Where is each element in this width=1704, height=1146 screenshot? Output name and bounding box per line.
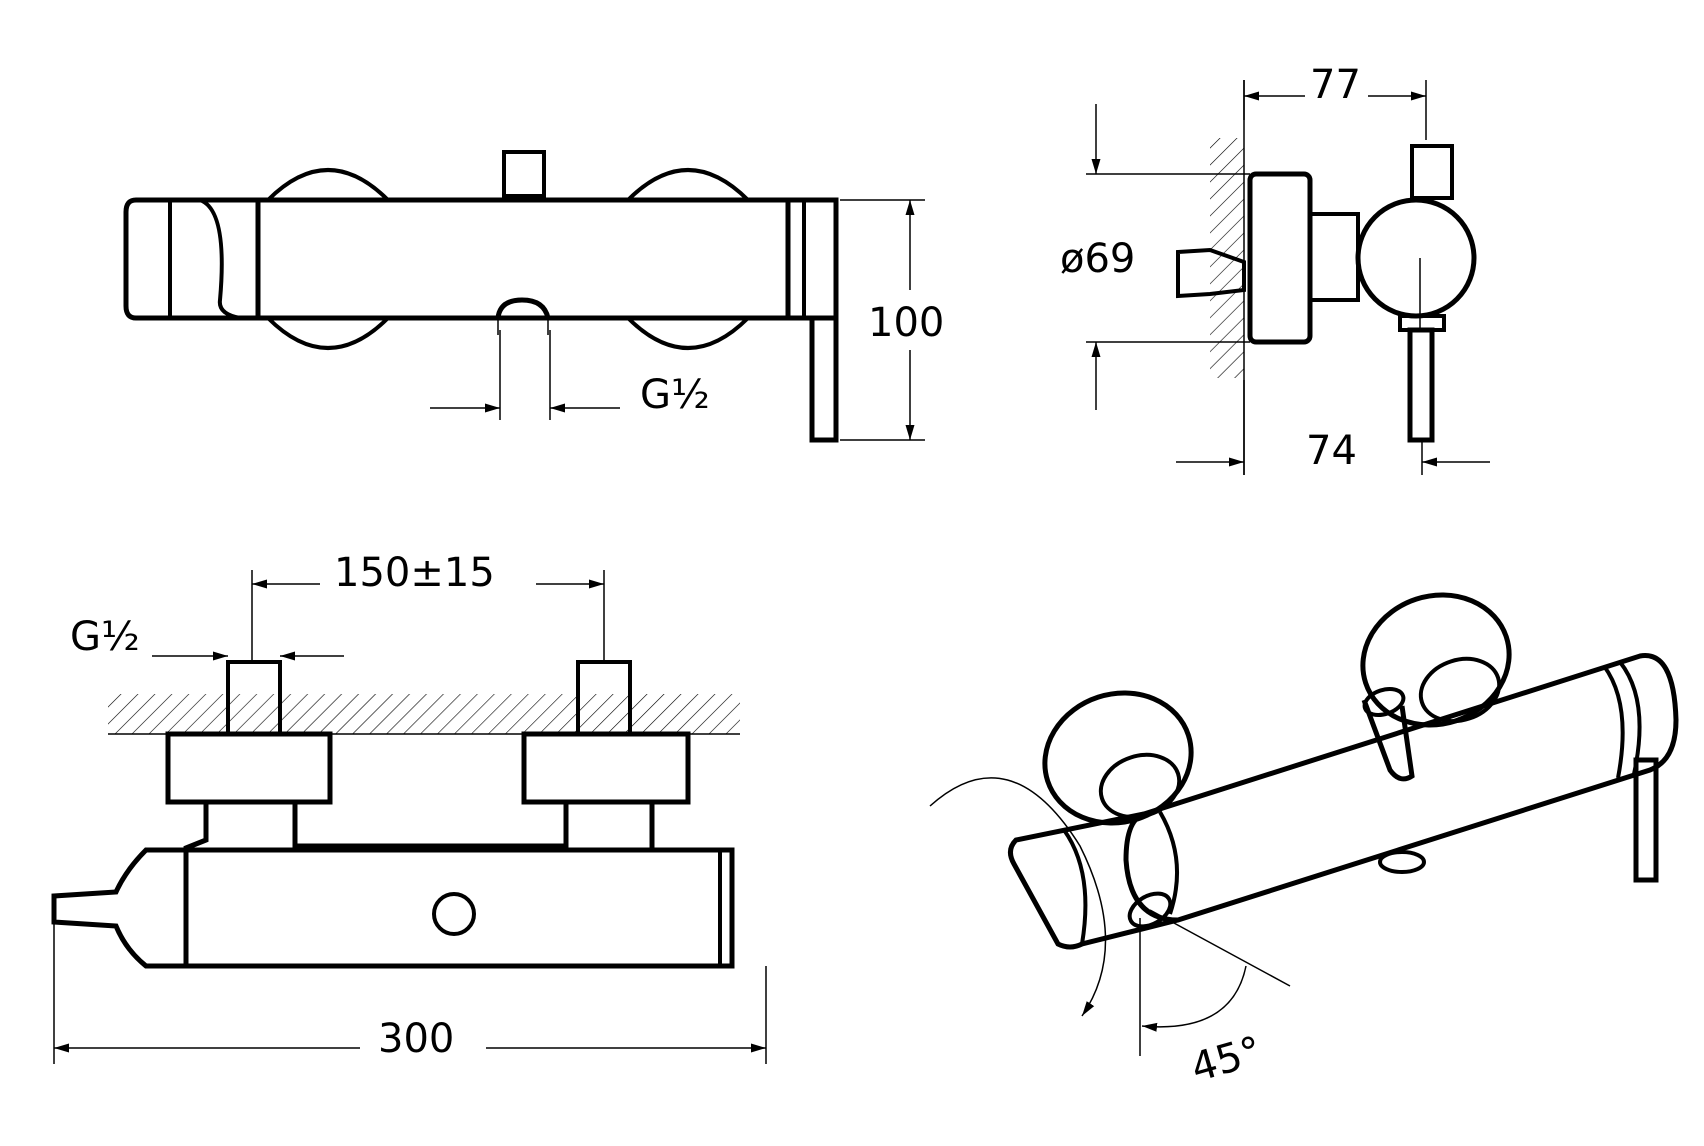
- side-diameter-label: ø69: [1060, 236, 1135, 282]
- iso-spout-outlet: [1127, 891, 1173, 929]
- front-spout: [123, 197, 258, 321]
- side-top-button: [1410, 144, 1454, 200]
- front-handle-cap: [785, 197, 839, 321]
- top-view: 150±15 G½ 300: [51, 550, 767, 1064]
- iso-bottom-outlet: [1378, 850, 1426, 874]
- top-spout: [51, 847, 186, 969]
- iso-angle-label: 45°: [1186, 1028, 1267, 1092]
- front-top-button: [502, 150, 546, 198]
- top-outlet-circle: [432, 892, 476, 936]
- front-lever: [809, 315, 839, 443]
- side-rosette: [1247, 171, 1313, 345]
- front-thread-label: G½: [640, 372, 710, 418]
- top-centers-label: 150±15: [334, 550, 495, 596]
- iso-view: 45°: [929, 592, 1679, 1092]
- top-wall-hatch: [108, 694, 740, 734]
- front-rosette-right-bottom: [626, 316, 750, 350]
- iso-main-body: [1123, 653, 1679, 923]
- front-height-label: 100: [868, 300, 944, 346]
- iso-top-button: [1361, 699, 1415, 782]
- iso-spout: [1008, 811, 1179, 950]
- iso-rotation-arc: [929, 777, 1107, 1017]
- side-connector: [1308, 212, 1360, 302]
- side-body-circle: [1355, 197, 1477, 319]
- front-view: G½ 100: [123, 150, 944, 443]
- side-depth-top-label: 77: [1310, 62, 1361, 108]
- iso-rosette-left: [1042, 690, 1194, 826]
- front-rosette-left-bottom: [266, 316, 390, 350]
- top-length-label: 300: [378, 1016, 454, 1062]
- side-view: 77 ø69 74: [1060, 62, 1490, 475]
- side-depth-bottom-label: 74: [1306, 428, 1357, 474]
- side-lever: [1407, 327, 1435, 443]
- top-thread-label: G½: [70, 614, 140, 660]
- front-rosette-right-top: [626, 168, 750, 202]
- iso-lever: [1633, 757, 1659, 883]
- side-inlet-thread: [1176, 247, 1246, 299]
- top-rosette-left: [165, 731, 333, 805]
- top-rosette-right: [521, 731, 691, 805]
- front-outlet: [495, 297, 551, 319]
- top-main-body: [183, 847, 735, 969]
- front-rosette-left-top: [266, 168, 390, 202]
